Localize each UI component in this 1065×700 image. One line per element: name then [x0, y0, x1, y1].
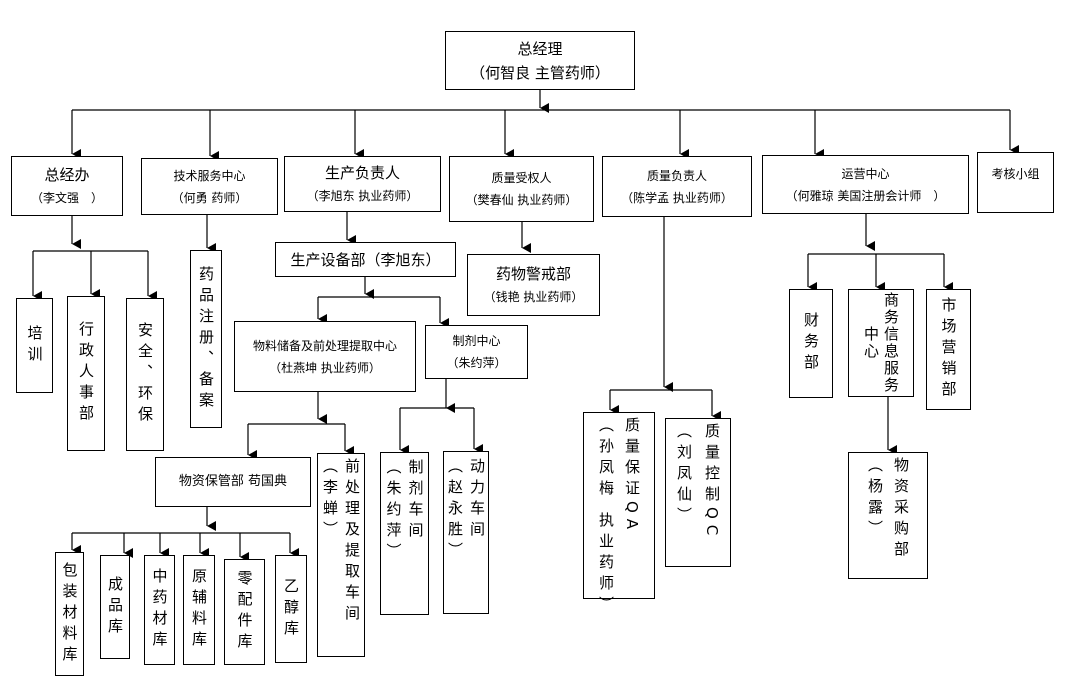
business-info-box: 商务信息服务中心: [848, 289, 914, 397]
drug-registration-box: 药品注册、备案: [190, 250, 222, 428]
general-office-person: （李文强 ）: [30, 191, 103, 205]
material-center-box: 物料储备及前处理提取中心 （杜燕坤 执业药师）: [234, 321, 416, 392]
ceo-box: 总经理 （何智良 主管药师）: [445, 31, 635, 90]
finance-box: 财务部: [789, 289, 833, 398]
quality-head-box: 质量负责人 （陈学孟 执业药师）: [602, 156, 752, 217]
warehouse-ethanol-title: 乙醇库: [282, 577, 300, 641]
general-office-box: 总经办 （李文强 ）: [11, 156, 123, 216]
training-title: 培训: [25, 324, 44, 367]
audit-team-box: 考核小组: [977, 152, 1054, 213]
safety-env-box: 安全、环保: [126, 298, 164, 451]
warehouse-raw-aux-box: 原辅料库: [183, 555, 215, 665]
formulation-workshop-title: 制剂车间: [406, 459, 425, 543]
admin-hr-title: 行政人事部: [77, 321, 95, 426]
quality-head-person: （陈学孟 执业药师）: [621, 190, 733, 205]
formulation-center-title: 制剂中心: [452, 334, 501, 348]
warehouse-finished-box: 成品库: [100, 555, 130, 659]
tech-center-title: 技术服务中心: [173, 168, 246, 183]
pretreatment-workshop-person: （李蝉）: [321, 458, 339, 542]
qc-person: （刘凤仙）: [675, 423, 693, 528]
qa-person: （孙凤梅 执业药师）: [597, 417, 615, 617]
tech-center-box: 技术服务中心 （何勇 药师）: [141, 158, 278, 215]
marketing-title: 市场营销部: [939, 297, 958, 402]
pharmacovigilance-box: 药物警戒部 （钱艳 执业药师）: [467, 254, 600, 316]
material-center-person: （杜燕坤 执业药师）: [269, 360, 381, 375]
production-head-person: （李旭东 执业药师）: [306, 189, 419, 203]
finance-title: 财务部: [802, 312, 820, 375]
equipment-dept-box: 生产设备部（李旭东）: [275, 242, 456, 277]
tech-center-person: （何勇 药师）: [171, 190, 248, 205]
ceo-person: （何智良 主管药师）: [470, 63, 610, 82]
drug-registration-title: 药品注册、备案: [197, 265, 215, 413]
pharmacovigilance-person: （钱艳 执业药师）: [483, 290, 584, 304]
production-head-box: 生产负责人 （李旭东 执业药师）: [284, 156, 441, 212]
procurement-title: 物资采购部: [892, 457, 910, 562]
qc-title: 质量控制QC: [703, 423, 721, 542]
equipment-dept-title: 生产设备部（李旭东）: [290, 250, 441, 269]
procurement-box: 物资采购部 （杨露）: [848, 452, 928, 579]
operations-person: （何雅琼 美国注册会计师 ）: [785, 188, 946, 203]
warehouse-herbal-box: 中药材库: [144, 555, 175, 665]
qa-authorized-box: 质量受权人 （樊春仙 执业药师）: [449, 156, 594, 222]
supplies-dept-box: 物资保管部 苟国典: [155, 457, 311, 507]
formulation-workshop-box: 制剂车间 （朱约萍）: [380, 452, 429, 615]
operations-box: 运营中心 （何雅琼 美国注册会计师 ）: [762, 155, 969, 214]
business-info-title: 商务信息服务中心: [862, 292, 900, 394]
warehouse-raw-aux-title: 原辅料库: [190, 568, 208, 652]
power-workshop-person: （赵永胜）: [446, 458, 464, 563]
power-workshop-box: 动力车间 （赵永胜）: [443, 451, 489, 614]
warehouse-spare-parts-title: 零配件库: [235, 570, 254, 654]
qa-box: 质量保证QA （孙凤梅 执业药师）: [583, 412, 655, 617]
general-office-title: 总经办: [44, 166, 90, 184]
qa-title: 质量保证QA: [623, 417, 641, 536]
safety-env-title: 安全、环保: [136, 322, 154, 427]
warehouse-spare-parts-box: 零配件库: [224, 559, 265, 665]
marketing-box: 市场营销部: [926, 289, 971, 410]
qc-box: 质量控制QC （刘凤仙）: [665, 418, 731, 567]
pretreatment-workshop-title: 前处理及提取车间: [343, 458, 361, 626]
formulation-center-person: （朱约萍）: [446, 356, 507, 370]
warehouse-ethanol-box: 乙醇库: [275, 555, 307, 663]
training-box: 培训: [16, 298, 53, 393]
qa-authorized-title: 质量受权人: [491, 171, 552, 185]
pretreatment-workshop-box: 前处理及提取车间 （李蝉）: [317, 453, 365, 657]
formulation-workshop-person: （朱约萍）: [384, 459, 403, 564]
warehouse-herbal-title: 中药材库: [150, 568, 169, 652]
quality-head-title: 质量负责人: [646, 168, 707, 183]
warehouse-finished-title: 成品库: [106, 575, 124, 639]
power-workshop-title: 动力车间: [468, 458, 486, 542]
ceo-title: 总经理: [517, 39, 563, 58]
formulation-center-box: 制剂中心 （朱约萍）: [425, 325, 528, 379]
operations-title: 运营中心: [841, 166, 890, 181]
warehouse-packaging-title: 包装材料库: [60, 561, 79, 667]
pharmacovigilance-title: 药物警戒部: [495, 265, 571, 283]
admin-hr-box: 行政人事部: [67, 296, 105, 451]
qa-authorized-person: （樊春仙 执业药师）: [465, 193, 578, 207]
warehouse-packaging-box: 包装材料库: [55, 552, 84, 676]
procurement-person: （杨露）: [866, 457, 884, 541]
production-head-title: 生产负责人: [324, 164, 400, 182]
supplies-dept-title: 物资保管部 苟国典: [178, 474, 288, 489]
material-center-title: 物料储备及前处理提取中心: [252, 338, 397, 353]
audit-team-title: 考核小组: [991, 167, 1040, 181]
